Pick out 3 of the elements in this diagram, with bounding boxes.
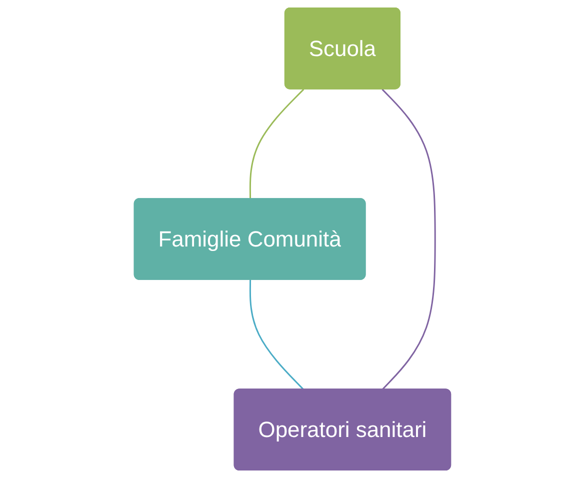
connector (249, 280, 304, 390)
connector (249, 88, 304, 200)
connector (382, 88, 436, 390)
